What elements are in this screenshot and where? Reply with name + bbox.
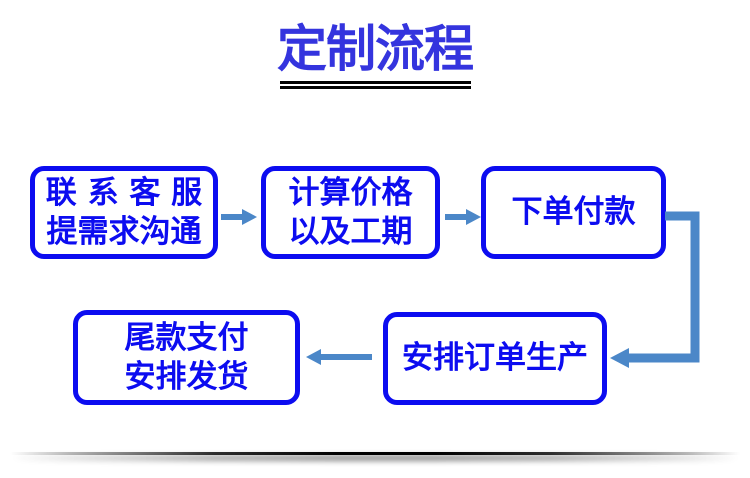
step-box-calculate-price: 计算价格 以及工期: [261, 166, 440, 259]
title-double-underline: [280, 81, 471, 89]
step-label-line: 提需求沟通: [46, 213, 202, 250]
page-title: 定制流程: [277, 19, 474, 78]
step-box-place-order-pay: 下单付款: [481, 166, 666, 259]
bottom-divider-shadow: [10, 455, 740, 461]
elbow-connector-line: [628, 211, 700, 363]
bottom-divider-line: [10, 452, 740, 455]
arrow-left-icon: [306, 349, 372, 365]
step-label-line: 计算价格: [288, 174, 413, 211]
step-label-line: 安排发货: [124, 358, 249, 395]
step-box-arrange-production: 安排订单生产: [383, 312, 607, 405]
arrow-right-icon: [221, 209, 257, 225]
step-label-line: 安排订单生产: [402, 340, 588, 376]
elbow-arrowhead-left: [610, 348, 629, 368]
arrow-left-shape: [306, 349, 372, 365]
arrow-right-icon: [445, 209, 481, 225]
step-box-final-payment-shipping: 尾款支付 安排发货: [73, 310, 300, 405]
step-label-line: 联 系 客 服: [45, 174, 203, 211]
step-label-line: 以及工期: [288, 213, 413, 250]
arrow-right-shape: [221, 209, 257, 225]
step-label-line: 下单付款: [511, 194, 636, 230]
step-label-line: 尾款支付: [124, 319, 249, 356]
arrow-right-shape: [445, 209, 481, 225]
elbow-connector-down-left-icon: [610, 211, 700, 368]
step-box-contact-service: 联 系 客 服 提需求沟通: [30, 166, 218, 259]
